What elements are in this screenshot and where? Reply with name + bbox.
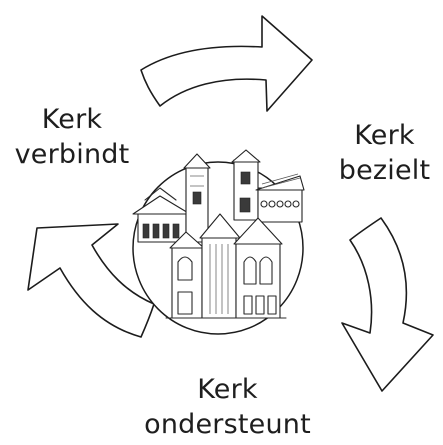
label-kerk-ondersteunt-line1: Kerk	[197, 374, 258, 405]
label-kerk-bezielt: Kerk bezielt	[326, 118, 443, 188]
bottom-church-icon	[165, 213, 287, 319]
arrow-top-icon	[140, 15, 313, 112]
right-church-icon	[231, 149, 305, 223]
label-kerk-ondersteunt-line2: ondersteunt	[144, 409, 311, 440]
arrow-left-up-icon	[27, 223, 155, 338]
church-drawings-circle-icon	[132, 149, 305, 335]
label-kerk-bezielt-line1: Kerk	[354, 120, 415, 151]
left-church-icon	[132, 153, 211, 243]
label-kerk-verbindt-line2: verbindt	[14, 139, 130, 170]
label-kerk-bezielt-line2: bezielt	[338, 155, 431, 186]
label-kerk-verbindt-line1: Kerk	[41, 104, 103, 135]
label-kerk-verbindt: Kerk verbindt	[2, 102, 142, 172]
arrow-right-down-icon	[341, 217, 434, 392]
label-kerk-ondersteunt: Kerk ondersteunt	[120, 372, 335, 442]
